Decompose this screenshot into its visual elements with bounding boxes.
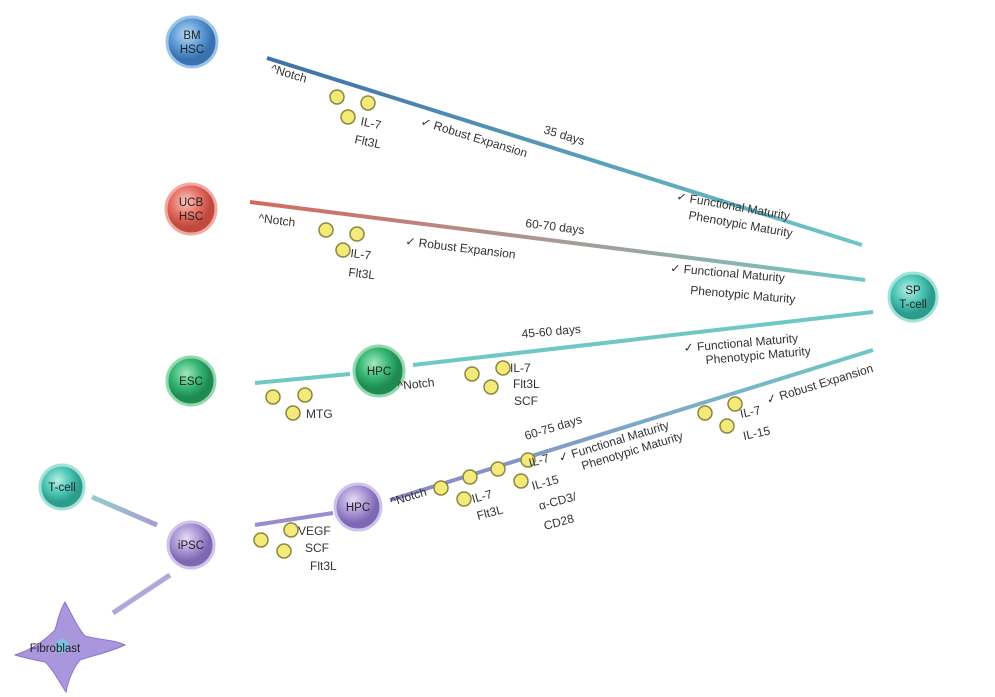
node-label: Fibroblast [30, 643, 81, 655]
factor-label: IL-7 [470, 487, 494, 506]
esc-route-line-1 [254, 372, 351, 385]
factor-dot [265, 389, 281, 405]
notch-label: ^Notch [397, 375, 435, 393]
factor-dot [727, 396, 743, 412]
factor-label: α-CD3/ [537, 489, 578, 513]
node-label: T-cell [48, 482, 75, 494]
factor-label: IL-7 [510, 361, 531, 375]
factor-label: Flt3L [475, 502, 505, 523]
node-label: ESC [179, 376, 203, 388]
factor-dot [490, 461, 506, 477]
factor-dot [335, 242, 351, 258]
factor-label: VEGF [298, 524, 331, 538]
factor-dot [253, 532, 269, 548]
factor-label: Flt3L [348, 265, 377, 282]
fibroblast-to-ipsc-line [111, 572, 172, 616]
ipsc-route-line-1 [254, 511, 334, 527]
factor-label: IL-7 [359, 114, 382, 132]
factor-label: Flt3L [353, 132, 382, 151]
node-sp-tcell: SP T-cell [887, 271, 939, 323]
functional-maturity-label: ✓ Functional Maturity [670, 261, 786, 285]
bm-route-line [266, 56, 863, 247]
factor-dot [329, 89, 345, 105]
node-label: HPC [367, 366, 391, 378]
esc-route-labels: MTG ^Notch IL-7 Flt3L SCF 45-60 days ✓ F… [306, 322, 811, 421]
node-ipsc: iPSC [166, 520, 216, 570]
node-hpc-esc: HPC [352, 344, 406, 398]
factor-dot [719, 418, 735, 434]
node-label: iPSC [178, 540, 204, 552]
factor-dot [349, 226, 365, 242]
factor-label: IL-7 [527, 451, 551, 470]
factor-dot [520, 452, 536, 468]
node-label: SP [905, 285, 921, 297]
node-bm-hsc: BM HSC [165, 15, 219, 69]
node-tcell: T-cell [38, 463, 86, 511]
factor-dot [513, 473, 529, 489]
factor-dot [285, 405, 301, 421]
factor-dot [464, 366, 480, 382]
factor-dot [318, 222, 334, 238]
node-label: HSC [179, 211, 203, 223]
factor-label: CD28 [542, 511, 576, 533]
factor-label: SCF [514, 394, 538, 408]
duration-label: 60-70 days [525, 216, 586, 237]
duration-label: 35 days [542, 122, 586, 148]
node-ucb-hsc: UCB HSC [164, 182, 218, 236]
factor-label: IL-7 [739, 403, 762, 421]
expansion-label: ✓ Robust Expansion [405, 234, 517, 261]
factor-dot [283, 522, 299, 538]
factor-label: Flt3L [310, 559, 337, 573]
factor-label: Flt3L [513, 377, 540, 391]
ucb-route-line [249, 200, 866, 282]
notch-label: ^Notch [389, 485, 428, 509]
factor-label: IL-15 [530, 472, 560, 493]
factor-dot [276, 543, 292, 559]
factor-label: IL-7 [350, 246, 373, 262]
fibroblast-shape-icon [13, 601, 127, 694]
factor-dot [433, 480, 449, 496]
phenotypic-maturity-label: Phenotypic Maturity [690, 283, 796, 306]
factor-label: IL-15 [742, 423, 772, 442]
notch-label: ^Notch [258, 211, 296, 229]
factor-dot [360, 95, 376, 111]
node-label: BM [183, 30, 200, 42]
node-label: T-cell [899, 299, 926, 311]
duration-label: 60-75 days [523, 412, 584, 443]
factor-dot [297, 387, 313, 403]
node-label: HSC [180, 44, 204, 56]
node-fibroblast: Fibroblast [13, 601, 127, 694]
node-esc: ESC [165, 355, 217, 407]
factor-dot [483, 379, 499, 395]
factor-dots [253, 89, 743, 559]
node-label: UCB [179, 197, 204, 209]
node-hpc-ipsc: HPC [333, 482, 383, 532]
factor-dot [495, 360, 511, 376]
factor-dot [697, 405, 713, 421]
factor-dot [340, 109, 356, 125]
factor-label: MTG [306, 407, 333, 421]
factor-dot [462, 469, 478, 485]
tcell-to-ipsc-line [91, 494, 158, 528]
factor-label: SCF [305, 541, 329, 555]
duration-label: 45-60 days [521, 322, 581, 341]
node-label: HPC [346, 502, 370, 514]
factor-dot [456, 491, 472, 507]
esc-route-line-2 [412, 310, 874, 367]
